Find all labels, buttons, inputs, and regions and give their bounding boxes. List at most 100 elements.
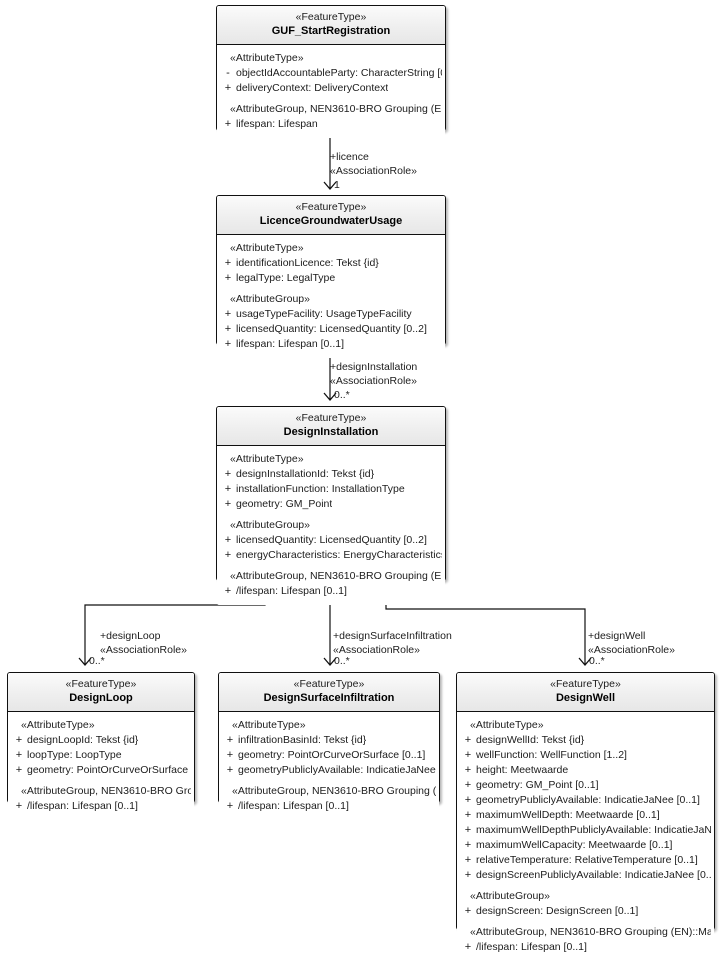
class-body-licencegroundwaterusage: «AttributeType» + identificationLicence:… xyxy=(217,235,445,358)
class-stereotype: «FeatureType» xyxy=(550,678,621,690)
association-multiplicity-designloop: 0..* xyxy=(89,655,105,667)
class-title: LicenceGroundwaterUsage xyxy=(259,215,403,227)
attribute-text: lifespan: Lifespan [0..1] xyxy=(236,338,344,350)
attribute-group-label: «AttributeGroup, NEN3610-BRO Groupin… xyxy=(21,785,191,797)
attribute-text: designWellId: Tekst {id} xyxy=(476,734,585,746)
attribute-row: + geometry: PointOrCurveOrSurface [0..1] xyxy=(11,763,191,778)
attribute-text: designLoopId: Tekst {id} xyxy=(27,734,139,746)
attribute-visibility: + xyxy=(464,839,472,851)
attribute-visibility: - xyxy=(226,67,230,79)
attribute-row: + maximumWellDepthPubliclyAvailable: Ind… xyxy=(460,823,711,838)
attribute-row: + legalType: LegalType xyxy=(220,271,442,286)
attribute-text: /lifespan: Lifespan [0..1] xyxy=(27,800,138,812)
attribute-visibility: + xyxy=(464,869,472,881)
attribute-row: - objectIdAccountableParty: CharacterStr… xyxy=(220,66,442,81)
attribute-row: + wellFunction: WellFunction [1..2] xyxy=(460,748,711,763)
attribute-visibility: + xyxy=(15,764,23,776)
attribute-text: legalType: LegalType xyxy=(236,272,336,284)
class-box-designloop[interactable]: «FeatureType» DesignLoop «AttributeType»… xyxy=(7,672,195,820)
attribute-visibility: + xyxy=(224,118,232,130)
attribute-row: + licensedQuantity: LicensedQuantity [0.… xyxy=(220,533,442,548)
attribute-text: installationFunction: InstallationType xyxy=(236,483,405,495)
attribute-text: licensedQuantity: LicensedQuantity [0..2… xyxy=(236,323,427,335)
class-header-designinstallation: «FeatureType» DesignInstallation xyxy=(217,407,445,446)
class-header-designloop: «FeatureType» DesignLoop xyxy=(8,673,194,712)
attribute-group-label: «AttributeGroup» xyxy=(230,293,310,305)
class-box-designwell[interactable]: «FeatureType» DesignWell «AttributeType»… xyxy=(456,672,715,961)
class-box-designinstallation[interactable]: «FeatureType» DesignInstallation «Attrib… xyxy=(216,406,446,605)
class-header-guf-startregistration: «FeatureType» GUF_StartRegistration xyxy=(217,6,445,45)
attribute-row: + geometry: GM_Point xyxy=(220,497,442,512)
attribute-text: maximumWellDepth: Meetwaarde [0..1] xyxy=(476,809,660,821)
association-role-licence: +licence xyxy=(330,151,369,163)
class-box-designsurfaceinfiltration[interactable]: «FeatureType» DesignSurfaceInfiltration … xyxy=(218,672,440,820)
attribute-text: usageTypeFacility: UsageTypeFacility xyxy=(236,308,412,320)
attribute-row: + designWellId: Tekst {id} xyxy=(460,733,711,748)
attribute-row: + licensedQuantity: LicensedQuantity [0.… xyxy=(220,322,442,337)
attribute-visibility: + xyxy=(464,941,472,953)
association-multiplicity-designwell: 0..* xyxy=(589,655,605,667)
attribute-visibility: + xyxy=(224,82,232,94)
attribute-visibility: + xyxy=(224,549,232,561)
attribute-group-label: «AttributeGroup» xyxy=(470,890,550,902)
attribute-text: deliveryContext: DeliveryContext xyxy=(236,82,389,94)
association-stereotype-designinstallation: «AssociationRole» xyxy=(330,375,417,387)
attribute-row: + lifespan: Lifespan xyxy=(220,117,442,132)
attribute-text: energyCharacteristics: EnergyCharacteris… xyxy=(236,549,442,561)
attribute-row: + deliveryContext: DeliveryContext xyxy=(220,81,442,96)
attribute-text: licensedQuantity: LicensedQuantity [0..2… xyxy=(236,534,427,546)
attribute-text: /lifespan: Lifespan [0..1] xyxy=(476,941,587,953)
attribute-visibility: + xyxy=(226,749,234,761)
attribute-row: + designScreenPubliclyAvailable: Indicat… xyxy=(460,868,711,883)
association-label-licence: +licence «AssociationRole» xyxy=(330,150,417,178)
attribute-group-label: «AttributeType» xyxy=(230,242,304,254)
attribute-visibility: + xyxy=(464,809,472,821)
association-multiplicity-designinstallation: 0..* xyxy=(334,389,350,401)
attribute-visibility: + xyxy=(224,257,232,269)
attribute-group-label: «AttributeType» xyxy=(470,719,544,731)
association-stereotype-designsurfaceinfiltration: «AssociationRole» xyxy=(333,644,420,656)
attribute-visibility: + xyxy=(464,824,472,836)
attribute-text: relativeTemperature: RelativeTemperature… xyxy=(476,854,698,866)
association-stereotype-designloop: «AssociationRole» xyxy=(100,644,187,656)
attribute-visibility: + xyxy=(224,534,232,546)
attribute-row: + loopType: LoopType xyxy=(11,748,191,763)
attribute-visibility: + xyxy=(226,734,234,746)
attribute-text: objectIdAccountableParty: CharacterStrin… xyxy=(236,67,442,79)
attribute-row: + height: Meetwaarde xyxy=(460,763,711,778)
association-role-designsurfaceinfiltration: +designSurfaceInfiltration xyxy=(333,630,452,642)
attribute-row: + designInstallationId: Tekst {id} xyxy=(220,467,442,482)
class-body-designsurfaceinfiltration: «AttributeType» + infiltrationBasinId: T… xyxy=(219,712,439,820)
class-body-designwell: «AttributeType» + designWellId: Tekst {i… xyxy=(457,712,714,961)
class-box-licencegroundwaterusage[interactable]: «FeatureType» LicenceGroundwaterUsage «A… xyxy=(216,195,446,358)
class-box-guf-startregistration[interactable]: «FeatureType» GUF_StartRegistration «Att… xyxy=(216,5,446,138)
attribute-visibility: + xyxy=(15,734,23,746)
association-label-designinstallation: +designInstallation «AssociationRole» xyxy=(330,360,417,388)
attribute-text: wellFunction: WellFunction [1..2] xyxy=(476,749,627,761)
attribute-row: + usageTypeFacility: UsageTypeFacility xyxy=(220,307,442,322)
class-title: DesignLoop xyxy=(69,692,133,704)
attribute-row: + identificationLicence: Tekst {id} xyxy=(220,256,442,271)
attribute-text: lifespan: Lifespan xyxy=(236,118,318,130)
class-title: DesignSurfaceInfiltration xyxy=(263,692,395,704)
class-title: DesignWell xyxy=(555,692,616,704)
attribute-row: + lifespan: Lifespan [0..1] xyxy=(220,337,442,352)
class-title: DesignInstallation xyxy=(283,426,379,438)
attribute-visibility: + xyxy=(464,734,472,746)
attribute-visibility: + xyxy=(224,338,232,350)
association-multiplicity-designsurfaceinfiltration: 0..* xyxy=(334,655,350,667)
attribute-row: + /lifespan: Lifespan [0..1] xyxy=(220,584,442,599)
attribute-row: + infiltrationBasinId: Tekst {id} xyxy=(222,733,436,748)
attribute-row: + relativeTemperature: RelativeTemperatu… xyxy=(460,853,711,868)
attribute-visibility: + xyxy=(464,764,472,776)
attribute-visibility: + xyxy=(224,323,232,335)
attribute-group-label: «AttributeGroup, NEN3610-BRO Grouping (E… xyxy=(230,570,442,582)
attribute-row: + energyCharacteristics: EnergyCharacter… xyxy=(220,548,442,563)
attribute-text: maximumWellDepthPubliclyAvailable: Indic… xyxy=(476,824,711,836)
attribute-visibility: + xyxy=(15,749,23,761)
attribute-row: + /lifespan: Lifespan [0..1] xyxy=(11,799,191,814)
attribute-visibility: + xyxy=(224,308,232,320)
attribute-text: geometryPubliclyAvailable: IndicatieJaNe… xyxy=(476,794,700,806)
attribute-text: geometryPubliclyAvailable: IndicatieJaNe… xyxy=(238,764,436,776)
attribute-group-label: «AttributeType» xyxy=(21,719,95,731)
